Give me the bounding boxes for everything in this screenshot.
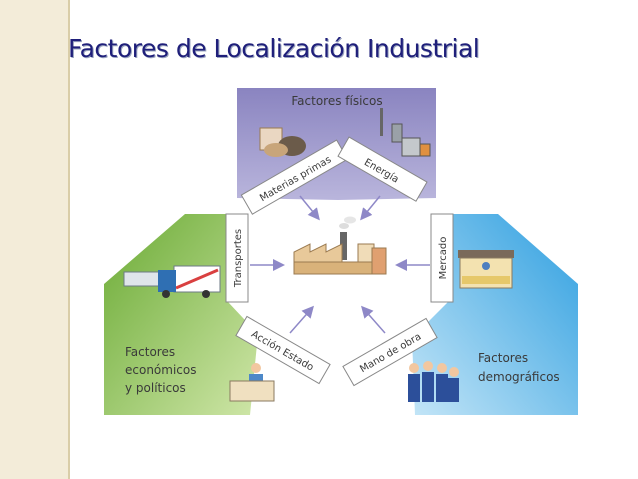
- arrow-energia: [360, 195, 381, 221]
- tab-mercado-label: Mercado: [438, 237, 449, 280]
- label-factores-fisicos: Factores físicos: [291, 94, 382, 108]
- state-official-icon: [229, 363, 275, 402]
- label-demograficos-line1: Factores: [478, 351, 528, 365]
- page-title: Factores de Localización Industrial: [68, 34, 480, 63]
- market-stall-icon: [458, 250, 514, 289]
- arrow-materias-primas: [299, 195, 320, 221]
- tab-mercado: Mercado: [430, 213, 454, 303]
- label-economicos-line2: económicos: [125, 363, 196, 377]
- label-factores-demograficos: Factores demográficos: [478, 351, 560, 384]
- label-demograficos-line2: demográficos: [478, 370, 560, 384]
- label-economicos-line1: Factores: [125, 345, 175, 359]
- arrow-accion-estado: [289, 305, 314, 334]
- factory-icon: [293, 216, 387, 275]
- raw-materials-icon: [259, 127, 306, 157]
- tab-transportes-label: Transportes: [233, 229, 244, 288]
- tab-transportes: Transportes: [225, 213, 249, 303]
- energy-plant-icon: [380, 108, 431, 157]
- left-decorative-strip: [0, 0, 70, 479]
- workers-icon: [408, 361, 459, 402]
- arrow-mano-de-obra: [361, 305, 386, 334]
- region-factores-economicos: [104, 214, 258, 415]
- label-factores-economicos: Factores económicos y políticos: [125, 345, 200, 395]
- label-economicos-line3: y políticos: [125, 381, 186, 395]
- truck-icon: [123, 265, 221, 298]
